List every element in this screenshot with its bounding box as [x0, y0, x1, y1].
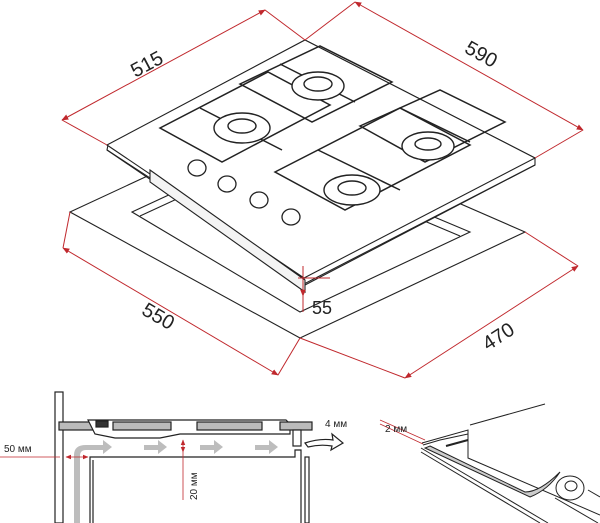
section-dimension-lines [0, 419, 426, 500]
label-20mm: 20 мм [189, 472, 200, 500]
dim-55: 55 [312, 298, 332, 318]
knob-1 [187, 159, 207, 177]
dim-590: 590 [461, 37, 501, 72]
dim-515: 515 [127, 47, 167, 82]
dim-470: 470 [479, 319, 519, 356]
seal-detail [420, 403, 600, 523]
burners [213, 71, 455, 206]
knob-3 [249, 191, 269, 209]
knob-2 [217, 175, 237, 193]
knob-4 [281, 208, 301, 226]
control-knobs [187, 159, 301, 226]
section-view [54, 391, 345, 523]
label-50mm: 50 мм [4, 444, 32, 455]
dimension-lines [61, 1, 584, 379]
label-2mm: 2 мм [385, 424, 407, 435]
label-4mm: 4 мм [325, 419, 347, 430]
dim-550: 550 [138, 299, 178, 335]
